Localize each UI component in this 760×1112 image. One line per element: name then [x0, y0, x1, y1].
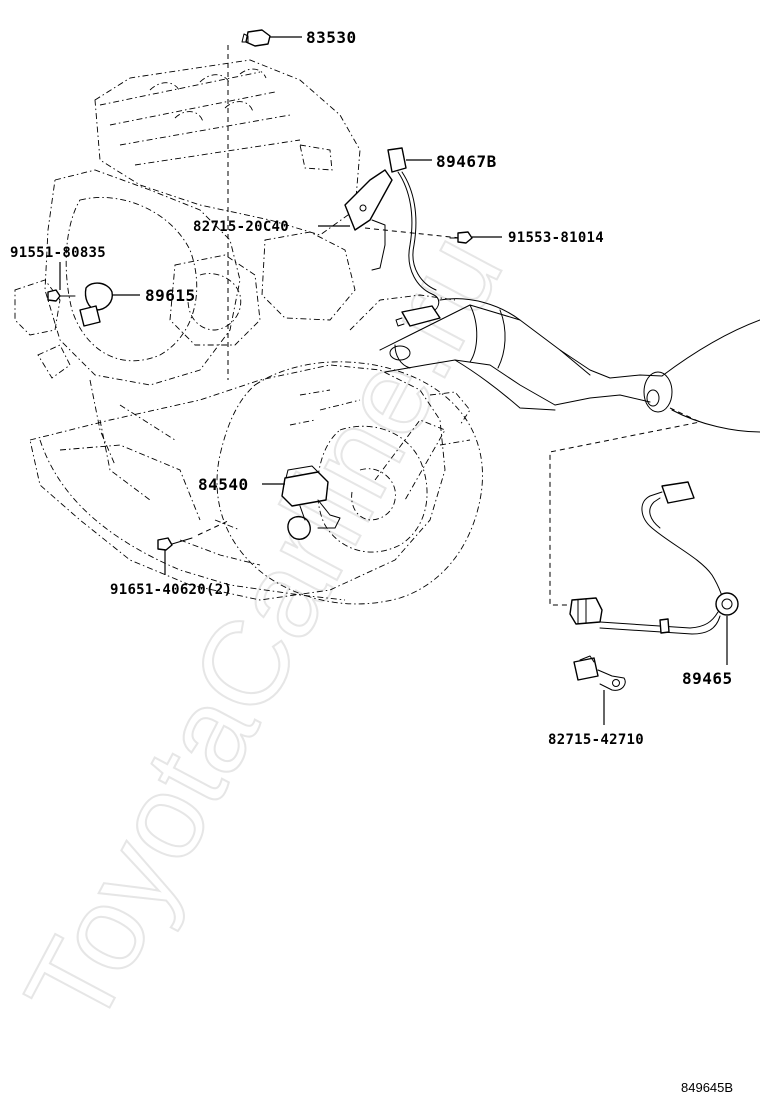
label-89465: 89465 — [682, 669, 733, 688]
bracket-82715-20C40[interactable] — [318, 169, 393, 271]
label-91551-80835: 91551-80835 — [10, 245, 106, 261]
label-83530: 83530 — [306, 28, 357, 47]
label-82715-20C40: 82715-20C40 — [193, 219, 289, 235]
oxygen-sensor-89465[interactable] — [569, 481, 739, 665]
label-82715-42710: 82715-42710 — [548, 732, 644, 748]
bolt-91553-81014[interactable] — [449, 231, 502, 244]
ref-line-91651 — [197, 519, 231, 536]
label-89467B: 89467B — [436, 152, 497, 171]
knock-sensor-89615[interactable] — [79, 282, 140, 327]
bolt-91551-80835[interactable] — [47, 262, 76, 302]
label-91553-81014: 91553-81014 — [508, 230, 604, 246]
engine-assembly — [14, 59, 760, 605]
clamp-82715-42710[interactable] — [573, 655, 626, 725]
air-fuel-sensor-89467B[interactable] — [387, 147, 441, 327]
label-84540: 84540 — [198, 475, 249, 494]
oil-pressure-switch-83530[interactable] — [241, 29, 302, 47]
bolt-91651-40620[interactable] — [157, 537, 193, 575]
ref-line-91553 — [364, 227, 461, 239]
label-89615: 89615 — [145, 286, 196, 305]
figure-code: 849645B — [681, 1080, 733, 1095]
watermark: ToyotaCarline.ru — [0, 213, 528, 1047]
neutral-start-switch-84540[interactable] — [262, 465, 341, 540]
ref-line-89465 — [549, 407, 702, 606]
label-91651-40620: 91651-40620(2) — [110, 582, 232, 598]
